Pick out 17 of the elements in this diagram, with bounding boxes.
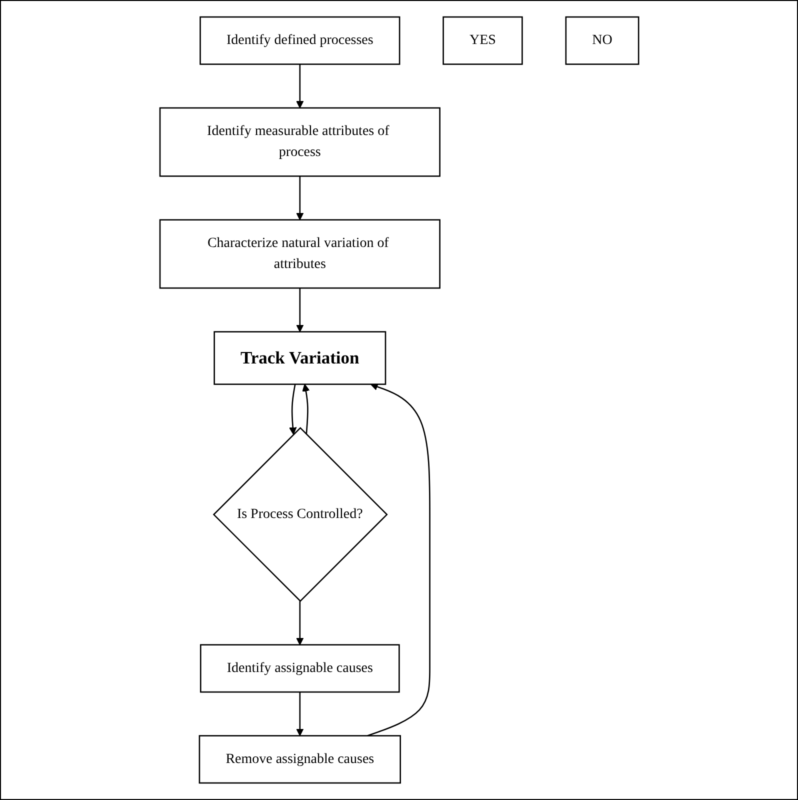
arrow bbox=[288, 384, 296, 435]
arrow bbox=[302, 384, 310, 434]
arrow bbox=[296, 64, 304, 108]
arrow bbox=[366, 383, 430, 736]
arrow bbox=[296, 692, 304, 736]
node-box: Track Variation bbox=[213, 331, 386, 385]
node-box: Identify assignable causes bbox=[200, 644, 400, 693]
node-box: Remove assignable causes bbox=[198, 735, 401, 784]
arrow bbox=[296, 176, 304, 220]
node-box: Identify measurable attributes of process bbox=[159, 107, 440, 177]
node-box: NO bbox=[564, 16, 639, 65]
arrow bbox=[296, 601, 304, 646]
node-box: YES bbox=[442, 16, 523, 65]
node-box: Characterize natural variation of attributes bbox=[159, 219, 440, 289]
arrow bbox=[296, 288, 304, 332]
node-box: Identify defined processes bbox=[199, 16, 400, 65]
node-diamond: Is Process Controlled? bbox=[212, 427, 388, 602]
